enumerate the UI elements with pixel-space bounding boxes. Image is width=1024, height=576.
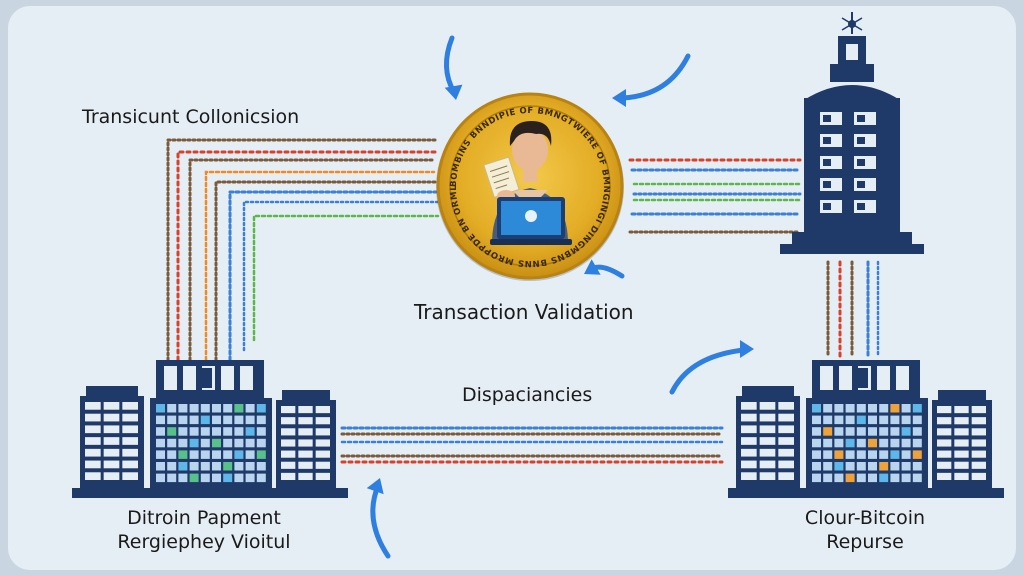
arrow-bottom-up (366, 478, 391, 559)
connection-lines (166, 138, 880, 464)
left-datacenter-icon (72, 360, 348, 498)
line-left-green (252, 214, 440, 342)
label-bottom-right-line2: Repurse (826, 530, 904, 553)
label-bottom-left-line2: Rergiephey Vioitul (117, 530, 291, 553)
line-left-blue-2 (242, 200, 440, 352)
label-discrepancies: Dispaciancies (462, 384, 593, 406)
label-bottom-right-line1: Clour-Bitcoin (804, 507, 926, 529)
label-bottom-left-line1: Ditroin Papment (127, 507, 281, 529)
laptop-icon (490, 197, 572, 245)
right-datacenter-icon (728, 360, 1004, 498)
line-left-brown-3 (214, 180, 438, 362)
line-left-brown-2 (188, 158, 436, 362)
label-cloud-bitcoin-repurse: Clour-Bitcoin Repurse (770, 507, 960, 555)
line-left-blue (228, 190, 438, 362)
tower-building-icon (780, 12, 924, 254)
line-left-orange (204, 170, 436, 362)
arrow-to-right-cluster (669, 340, 754, 395)
label-transaction-validation: Transaction Validation (414, 300, 634, 324)
arrow-top-left (612, 53, 691, 107)
label-bitcoin-payment-verification: Ditroin Papment Rergiephey Vioitul (88, 507, 320, 555)
label-transaction-collection: Transicunt Collonicsion (82, 106, 300, 128)
line-left-red (176, 150, 438, 362)
arrow-top-down (444, 35, 463, 100)
line-left-brown (166, 138, 440, 362)
arrow-into-coin (584, 259, 625, 279)
flow-arrows (366, 35, 754, 559)
